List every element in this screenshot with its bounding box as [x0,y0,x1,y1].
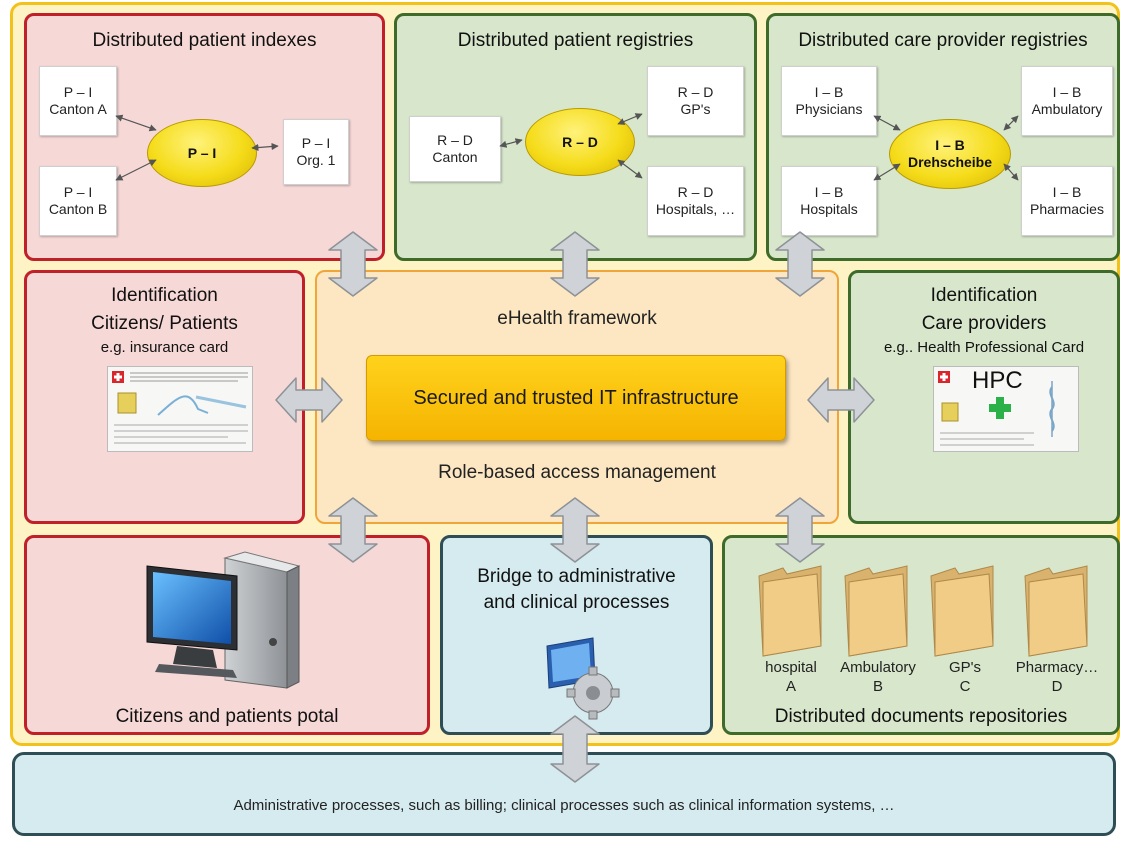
folder-name: Pharmacy… [1015,659,1099,676]
node-name: Physicians [795,101,863,117]
secured-it-infrastructure: Secured and trusted IT infrastructure [366,355,786,441]
node-ib-hospitals: I – B Hospitals [781,166,877,236]
node-rd-gps: R – D GP's [647,66,744,136]
hpc-card-label: HPC [972,367,1023,394]
node-rd-hospitals: R – D Hospitals, … [647,166,744,236]
citizen-identification-panel: Identification Citizens/ Patients e.g. i… [24,270,305,524]
hub-label: R – D [562,133,598,150]
citizen-identification-subject: Citizens/ Patients [91,313,238,334]
folder-hospital: hospital A [751,658,831,696]
provider-identification-panel: Identification Care providers e.g.. Heal… [848,270,1120,524]
access-management-label: Role-based access management [438,462,716,483]
gear-monitor-icon [546,637,620,720]
provider-registries-title: Distributed care provider registries [798,30,1088,51]
node-code: P – I [301,135,331,151]
node-code: I – B [814,84,844,100]
folder-name: GP's [948,659,982,676]
processes-text: Administrative processes, such as billin… [233,797,895,814]
node-name: Org. 1 [296,152,336,168]
node-code: R – D [677,184,714,200]
node-ib-ambulatory: I – B Ambulatory [1021,66,1113,136]
hub-label: P – I [187,144,217,161]
hub-ib-drehscheibe: I – B Drehscheibe [889,119,1011,189]
node-code: I – B [1052,184,1082,200]
node-rd-canton: R – D Canton [409,116,501,182]
folder-name: hospital [765,659,817,676]
provider-identification-subject: Care providers [921,313,1047,334]
patient-registries-panel: Distributed patient registries R – D Can… [394,13,757,261]
insurance-card-graphic [112,371,248,444]
node-name: GP's [680,101,711,117]
hub-name: Drehscheibe [907,154,993,170]
node-name: Canton B [48,201,108,217]
provider-identification-heading: Identification [930,285,1038,306]
hpc-card-graphic [938,371,1055,446]
folder-letter: B [872,678,883,695]
node-code: R – D [677,84,714,100]
node-ib-pharmacies: I – B Pharmacies [1021,166,1113,236]
provider-identification-example: e.g.. Health Professional Card [883,339,1085,356]
bridge-panel: Bridge to administrative and clinical pr… [440,535,713,735]
node-name: Ambulatory [1031,101,1103,117]
folder-icons [758,565,1088,657]
computer-icon [146,551,301,689]
patient-indexes-panel: Distributed patient indexes P – I Canton… [24,13,385,261]
provider-registries-panel: Distributed care provider registries I –… [766,13,1120,261]
health-professional-card-image: HPC [933,366,1079,452]
citizen-portal-title: Citizens and patients potal [115,706,339,727]
folder-ambulatory: Ambulatory B [833,658,923,696]
folder-letter: D [1051,678,1063,695]
insurance-card-image [107,366,253,452]
hub-rd: R – D [525,108,635,176]
patient-registries-title: Distributed patient registries [457,30,694,51]
framework-title: eHealth framework [497,308,657,329]
node-code: I – B [1052,84,1082,100]
processes-band: Administrative processes, such as billin… [12,752,1116,836]
node-code: P – I [63,84,93,100]
node-name: Hospitals, … [655,201,736,217]
repositories-title: Distributed documents repositories [774,706,1068,727]
bridge-title-line1: Bridge to administrative [477,566,676,587]
hub-pi: P – I [147,119,257,187]
node-name: Hospitals [800,201,858,217]
node-pi-org-1: P – I Org. 1 [283,119,349,185]
citizen-identification-heading: Identification [111,285,218,306]
node-code: I – B [814,184,844,200]
bridge-title-line2: and clinical processes [483,592,670,613]
folder-letter: C [959,678,971,695]
node-ib-physicians: I – B Physicians [781,66,877,136]
citizen-identification-example: e.g. insurance card [100,339,229,356]
citizen-portal-panel: Citizens and patients potal [24,535,430,735]
repositories-panel: hospital A Ambulatory B GP's C Pharmacy…… [722,535,1120,735]
node-pi-canton-a: P – I Canton A [39,66,117,136]
folder-name: Ambulatory [840,659,916,676]
node-name: Canton A [49,101,107,117]
folder-pharmacy: Pharmacy… D [1009,658,1105,696]
folder-gps: GP's C [925,658,1005,696]
node-code: R – D [437,132,473,148]
folder-letter: A [785,678,796,695]
node-name: Canton [432,149,478,165]
patient-indexes-title: Distributed patient indexes [92,30,317,51]
node-code: P – I [63,184,93,200]
hub-code: I – B [935,137,965,153]
node-pi-canton-b: P – I Canton B [39,166,117,236]
node-name: Pharmacies [1030,201,1104,217]
